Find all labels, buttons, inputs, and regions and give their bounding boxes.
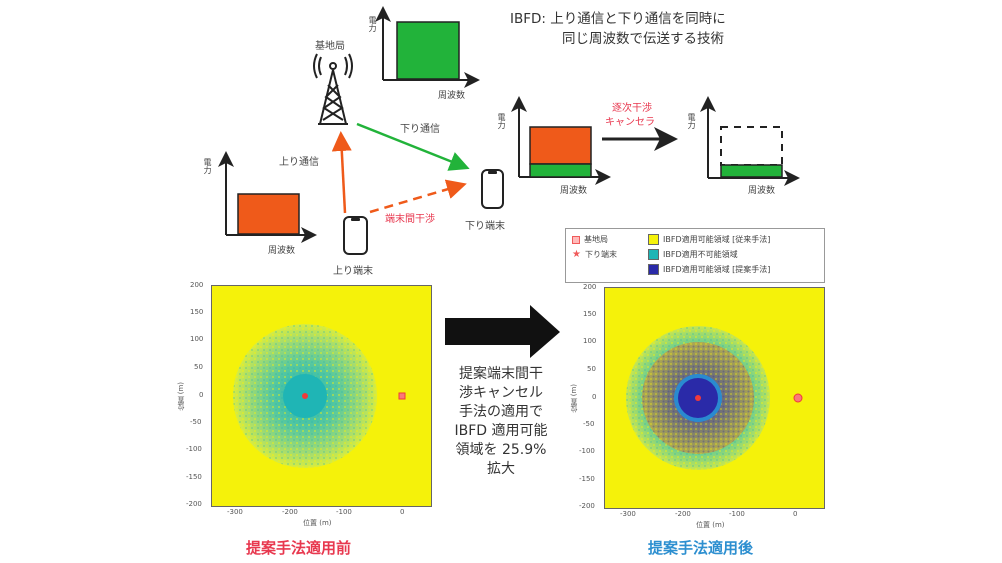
plot-legend: 基地局 ★ 下り端末 IBFD適用可能領域 [従来手法] IBFD適用不可能領域… (565, 228, 825, 283)
base-station-label: 基地局 (315, 41, 345, 52)
axis-power-label: 電力 (203, 158, 212, 174)
downlink-terminal-marker (302, 393, 308, 399)
axis-power-label: 電力 (687, 113, 696, 129)
uplink-terminal-label: 上り端末 (333, 266, 373, 277)
uplink-terminal-phone-icon (343, 216, 368, 255)
star-marker-icon: ★ (572, 249, 581, 260)
navy-swatch-icon (648, 264, 659, 275)
y-axis-label-after: 位置 (m) (570, 384, 578, 413)
axis-freq-label: 周波数 (438, 91, 466, 101)
downlink-label: 下り通信 (400, 124, 440, 135)
cyan-swatch-icon (648, 249, 659, 260)
received-spectrum-chart (511, 96, 611, 185)
axis-freq-label: 周波数 (560, 186, 588, 196)
y-axis-label-before: 位置 (m) (177, 382, 185, 411)
legend-item-ibfd-unavailable: IBFD適用不可能領域 (648, 249, 738, 260)
uplink-spectrum-chart (218, 151, 317, 243)
title-line-2: 同じ周波数で伝送する技術 (562, 31, 724, 47)
ibfd-diagram (218, 6, 800, 255)
axis-power-label: 電力 (497, 113, 506, 129)
axis-freq-label: 周波数 (268, 246, 296, 256)
downlink-terminal-marker (695, 395, 701, 401)
base-station-tower-icon (313, 53, 353, 125)
sic-label-2: キャンセラ (605, 117, 655, 128)
legend-item-ibfd-proposed: IBFD適用可能領域 [提案手法] (648, 264, 770, 275)
x-axis-label-after: 位置 (m) (696, 521, 725, 529)
uplink-label: 上り通信 (279, 157, 319, 168)
sic-label-1: 逐次干渉 (612, 103, 652, 114)
caption-after: 提案手法適用後 (648, 539, 754, 557)
square-marker-icon (572, 235, 580, 244)
heatmap-before (211, 285, 432, 507)
legend-item-base-station: 基地局 (572, 234, 608, 245)
downlink-spectrum-chart (375, 6, 480, 88)
legend-item-ibfd-conventional: IBFD適用可能領域 [従来手法] (648, 234, 770, 245)
after-sic-spectrum-chart (700, 96, 800, 186)
downlink-arrow (356, 122, 470, 171)
interference-arrow (369, 179, 467, 214)
downlink-terminal-label: 下り端末 (465, 221, 505, 232)
interference-label: 端末間干渉 (385, 214, 435, 225)
downlink-terminal-phone-icon (481, 169, 504, 209)
title-line-1: IBFD: 上り通信と下り通信を同時に (510, 11, 726, 27)
uplink-arrow (331, 131, 352, 214)
axis-power-label: 電力 (368, 16, 377, 32)
base-station-marker (793, 393, 803, 403)
yellow-swatch-icon (648, 234, 659, 245)
improvement-text: 提案端末間干 渉キャンセル 手法の適用で IBFD 適用可能 領域を 25.9%… (454, 366, 548, 477)
caption-before: 提案手法適用前 (246, 539, 352, 557)
x-axis-label-before: 位置 (m) (303, 519, 332, 527)
base-station-marker (398, 392, 406, 400)
axis-freq-label: 周波数 (748, 186, 776, 196)
legend-item-downlink-terminal: ★ 下り端末 (572, 249, 617, 260)
heatmap-after (604, 287, 825, 509)
